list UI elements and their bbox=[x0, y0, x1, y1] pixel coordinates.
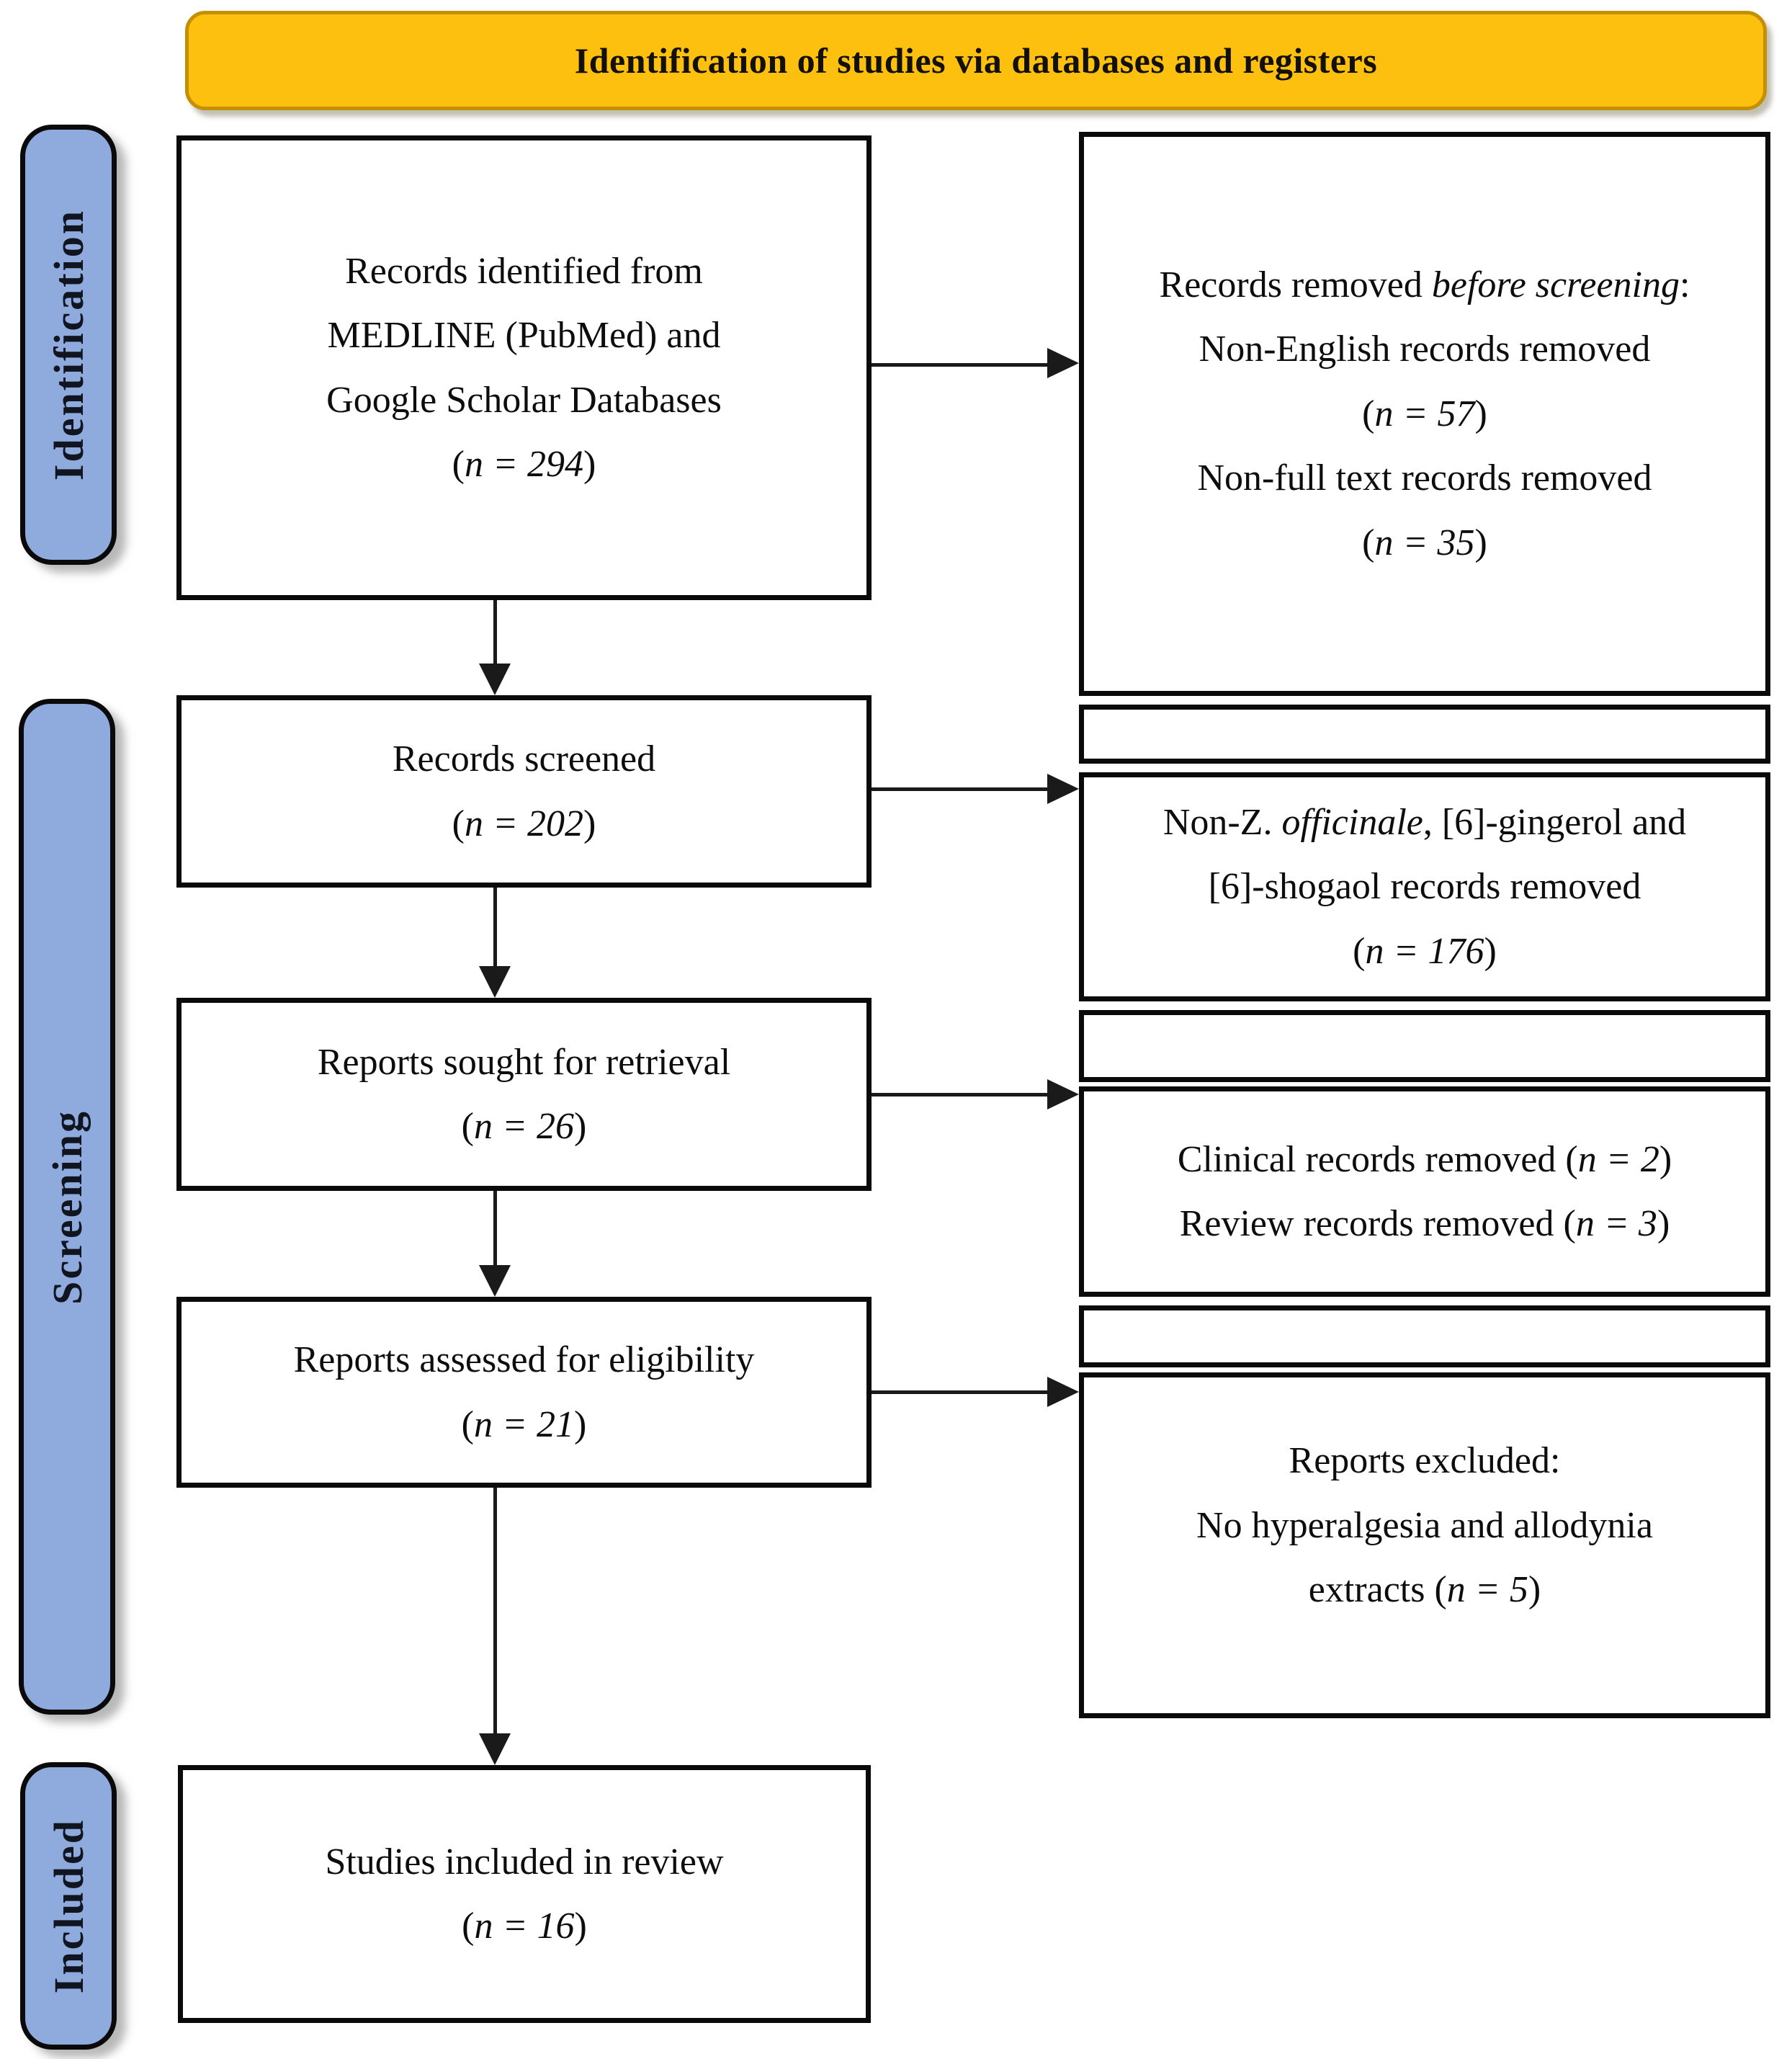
box-text-line: Records removed before screening: bbox=[1159, 264, 1690, 305]
box-reports-assessed: Reports assessed for eligibility (n = 21) bbox=[176, 1297, 872, 1488]
arrow-line bbox=[493, 600, 497, 665]
box-text-line: Clinical records removed (n = 2) bbox=[1177, 1138, 1672, 1180]
box-text-line: Records identified from bbox=[345, 250, 703, 292]
box-text-line: (n = 57) bbox=[1362, 393, 1487, 434]
box-studies-included: Studies included in review (n = 16) bbox=[178, 1765, 871, 2023]
box-spacer-2 bbox=[1079, 1010, 1770, 1082]
box-text-line: [6]-shogaol records removed bbox=[1208, 866, 1641, 908]
arrow-down-head bbox=[479, 1265, 511, 1297]
box-nonrelevant-records-removed: Non-Z. officinale, [6]-gingerol and [6]-s… bbox=[1079, 772, 1770, 1001]
arrow-line bbox=[493, 1488, 497, 1735]
arrow-line bbox=[872, 1390, 1049, 1394]
arrow-line bbox=[493, 888, 497, 968]
box-text-line: (n = 294) bbox=[452, 443, 596, 485]
box-text-line: extracts (n = 5) bbox=[1308, 1569, 1541, 1611]
box-records-removed-before-screening: Records removed before screening: Non-Eng… bbox=[1079, 132, 1770, 696]
banner: Identification of studies via databases … bbox=[185, 11, 1767, 110]
arrow-line bbox=[872, 787, 1049, 791]
box-text-line: (n = 35) bbox=[1362, 522, 1487, 563]
box-spacer-3 bbox=[1079, 1305, 1770, 1367]
box-text-line: Records screened bbox=[392, 738, 656, 780]
arrow-down-head bbox=[479, 1733, 511, 1765]
box-text-line: (n = 26) bbox=[461, 1106, 587, 1147]
stage-label-included: Included bbox=[20, 1762, 117, 2050]
stage-label-text: Included bbox=[45, 1818, 92, 1994]
arrow-down-head bbox=[479, 664, 511, 695]
arrow-right-head bbox=[1047, 774, 1079, 804]
arrow-line bbox=[493, 1191, 497, 1267]
arrow-right-head bbox=[1047, 1079, 1079, 1109]
box-clinical-review-records-removed: Clinical records removed (n = 2) Review r… bbox=[1079, 1086, 1770, 1297]
box-spacer-1 bbox=[1079, 705, 1770, 764]
box-text-line: Google Scholar Databases bbox=[326, 379, 722, 421]
stage-label-text: Identification bbox=[45, 208, 92, 481]
stage-label-text: Screening bbox=[43, 1109, 91, 1305]
box-text-line: MEDLINE (PubMed) and bbox=[327, 315, 721, 357]
banner-title: Identification of studies via databases … bbox=[574, 40, 1378, 81]
box-reports-sought: Reports sought for retrieval (n = 26) bbox=[176, 998, 872, 1191]
box-records-screened: Records screened (n = 202) bbox=[176, 695, 872, 888]
arrow-line bbox=[872, 363, 1049, 367]
box-text-line: Review records removed (n = 3) bbox=[1179, 1203, 1670, 1244]
arrow-right-head bbox=[1047, 348, 1079, 378]
box-text-line: Non-Z. officinale, [6]-gingerol and bbox=[1162, 801, 1687, 843]
box-text-line: Studies included in review bbox=[325, 1841, 724, 1882]
stage-label-identification: Identification bbox=[20, 125, 117, 565]
box-text-line: (n = 176) bbox=[1353, 930, 1497, 972]
arrow-right-head bbox=[1047, 1377, 1079, 1407]
box-reports-excluded: Reports excluded: No hyperalgesia and all… bbox=[1079, 1372, 1770, 1718]
box-text-line: Reports assessed for eligibility bbox=[293, 1339, 755, 1381]
box-text-line: (n = 16) bbox=[462, 1906, 587, 1947]
box-text-line: Non-full text records removed bbox=[1197, 457, 1652, 499]
box-text-line: No hyperalgesia and allodynia bbox=[1196, 1504, 1653, 1546]
box-text-line: Non-English records removed bbox=[1199, 329, 1651, 370]
arrow-line bbox=[872, 1093, 1049, 1097]
box-text-line: Reports sought for retrieval bbox=[317, 1041, 731, 1083]
stage-label-screening: Screening bbox=[19, 699, 115, 1715]
box-text-line: Reports excluded: bbox=[1289, 1440, 1561, 1482]
arrow-down-head bbox=[479, 966, 511, 998]
box-text-line: (n = 202) bbox=[452, 803, 596, 844]
box-text-line: (n = 21) bbox=[461, 1403, 587, 1445]
